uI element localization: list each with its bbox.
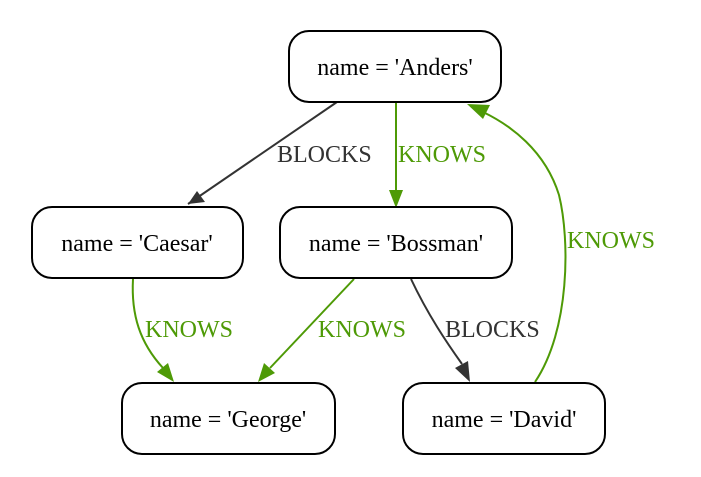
node-box: [288, 30, 502, 103]
edge-anders-blocks-caesar: BLOCKS: [187, 101, 372, 205]
node-bossman: name = 'Bossman': [279, 206, 513, 279]
arrowhead: [455, 361, 470, 382]
arrowhead: [389, 190, 403, 208]
edge-label: KNOWS: [145, 317, 233, 343]
node-box: [121, 382, 336, 455]
edge-line: [187, 101, 338, 205]
edge-label: KNOWS: [567, 228, 655, 254]
edge-bossman-knows-george: KNOWS: [258, 278, 406, 382]
node-box: [31, 206, 244, 279]
edge-caesar-knows-george: KNOWS: [131, 278, 233, 382]
arrowhead: [157, 363, 174, 382]
edge-david-knows-anders: KNOWS: [467, 104, 655, 383]
node-label: name = 'Caesar': [61, 231, 212, 257]
node-label: name = 'George': [150, 407, 306, 433]
edge-bossman-blocks-david: BLOCKS: [410, 278, 540, 382]
arrowhead: [258, 363, 275, 382]
node-david: name = 'David': [402, 382, 606, 455]
node-label: name = 'David': [432, 407, 577, 433]
edge-line: [131, 278, 164, 369]
edge-label: BLOCKS: [445, 317, 540, 343]
edge-line: [482, 111, 567, 383]
node-label: name = 'Anders': [317, 55, 472, 81]
edge-label: BLOCKS: [277, 142, 372, 168]
node-box: [402, 382, 606, 455]
node-anders: name = 'Anders': [288, 30, 502, 103]
node-box: [279, 206, 513, 279]
edge-line: [410, 278, 463, 365]
arrowhead: [188, 191, 205, 204]
node-caesar: name = 'Caesar': [31, 206, 244, 279]
edge-label: KNOWS: [318, 317, 406, 343]
edge-anders-knows-bossman: KNOWS: [389, 102, 486, 208]
arrowhead: [467, 104, 490, 119]
node-label: name = 'Bossman': [309, 231, 483, 257]
node-george: name = 'George': [121, 382, 336, 455]
edge-label: KNOWS: [398, 142, 486, 168]
edge-line: [269, 278, 355, 369]
